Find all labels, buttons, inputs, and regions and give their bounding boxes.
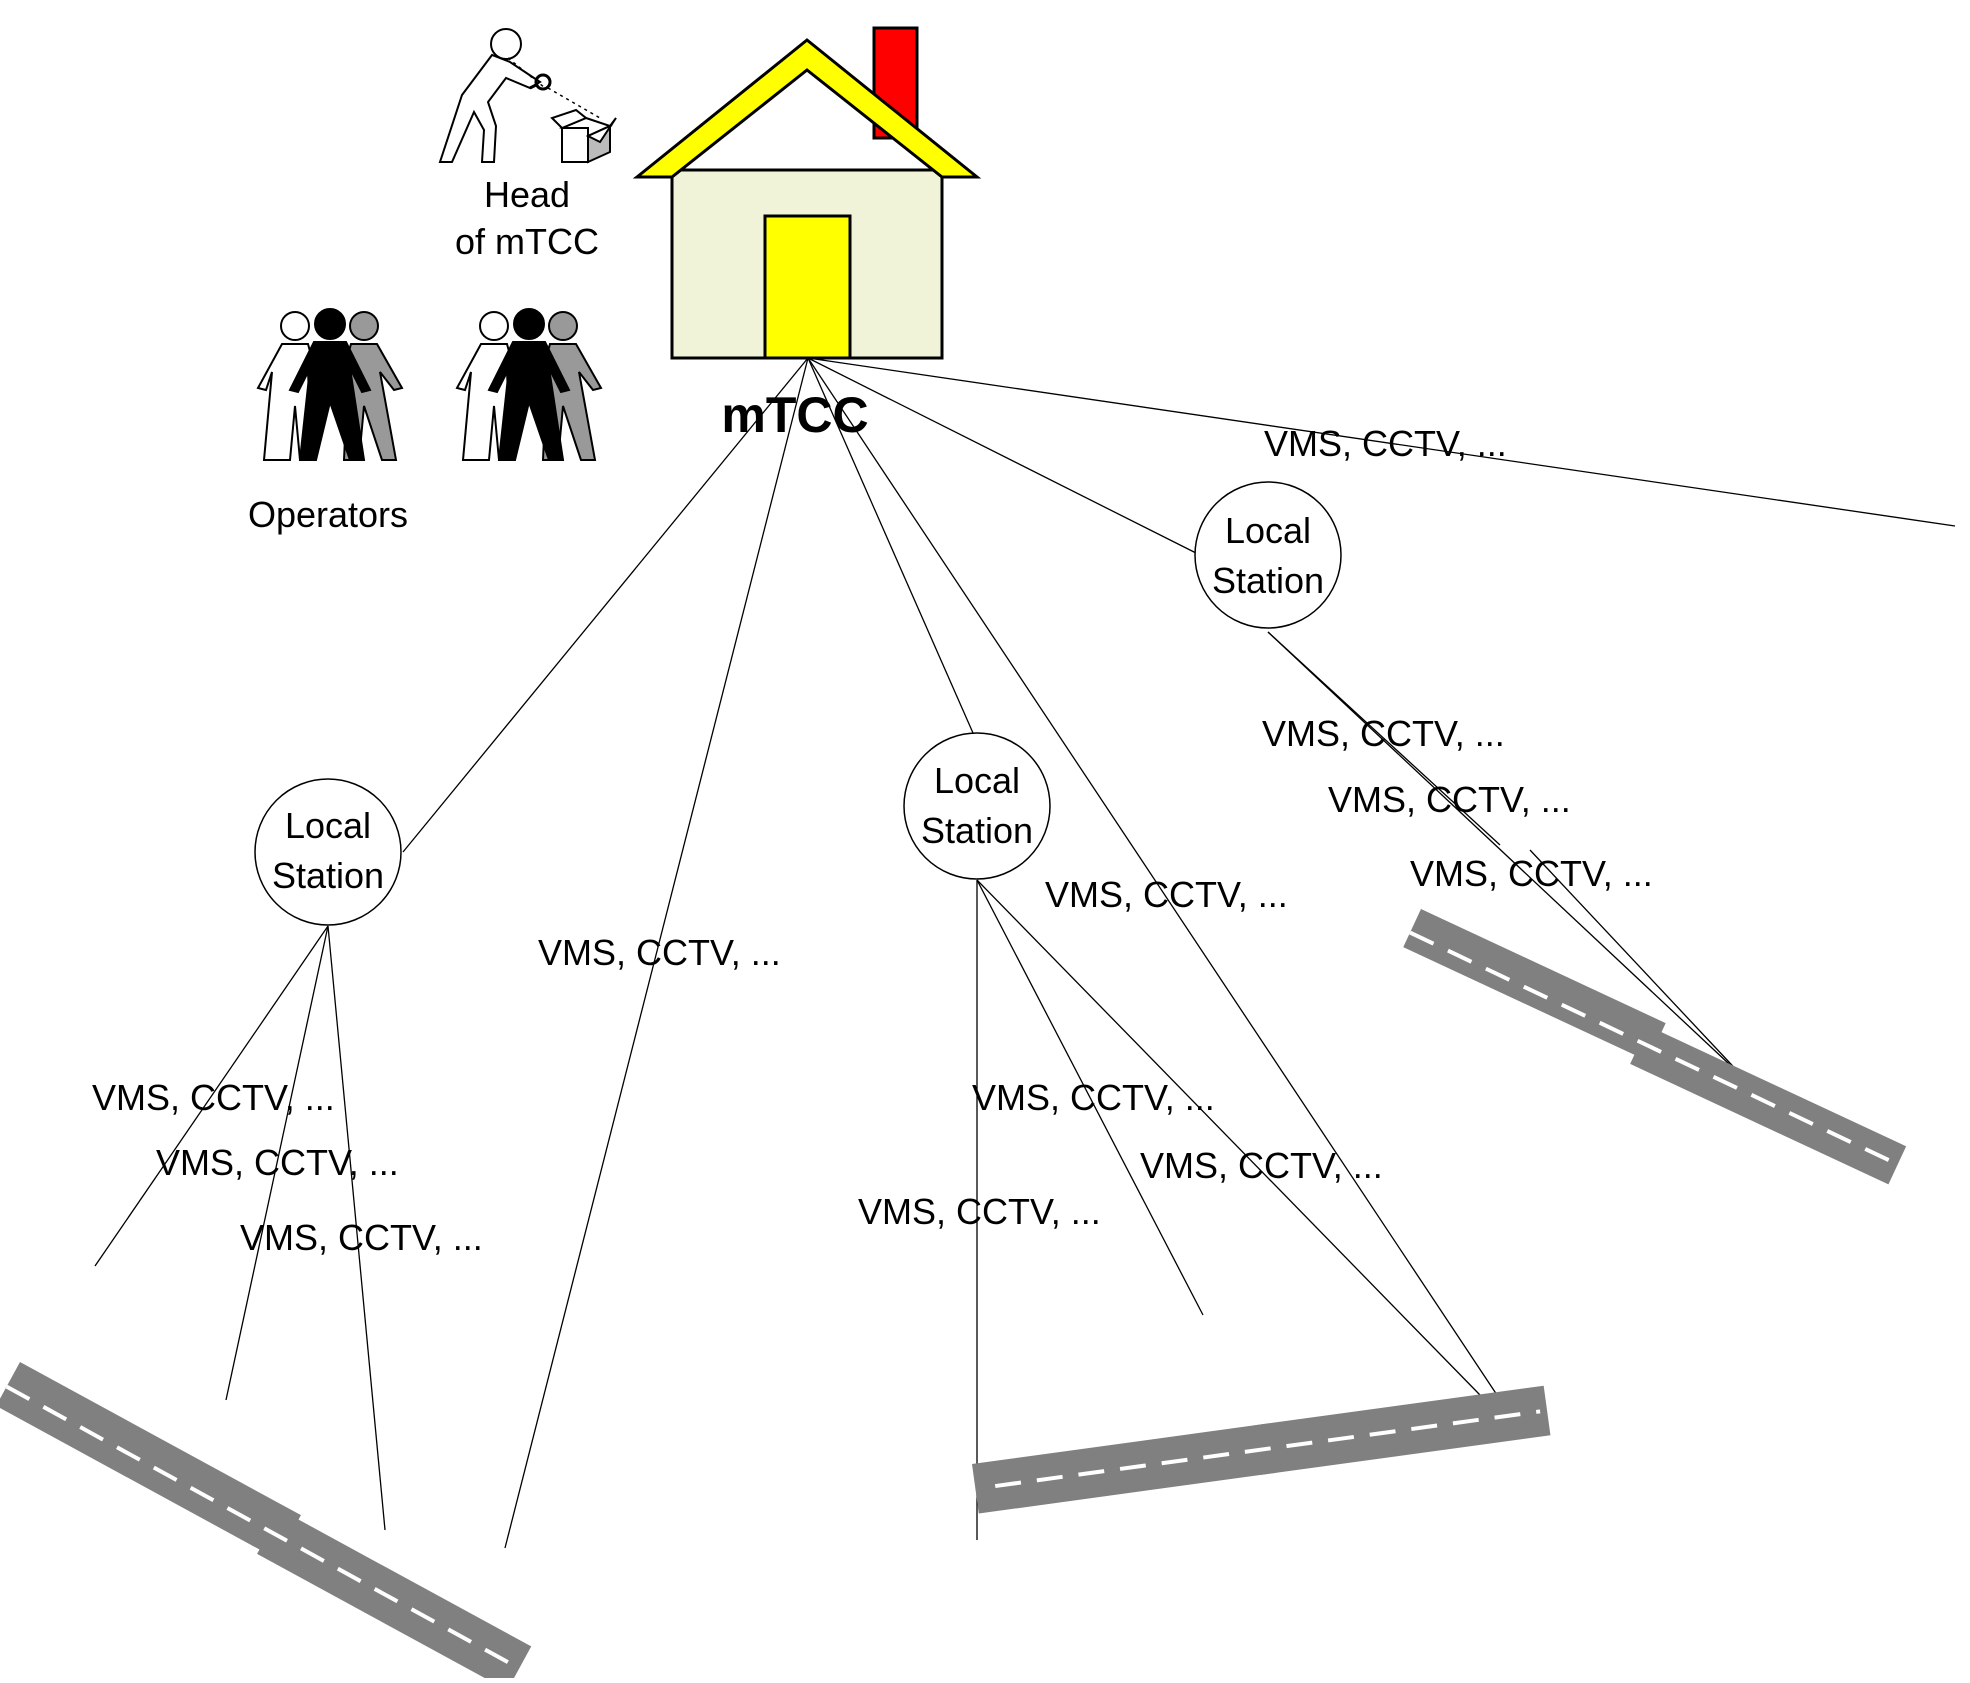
link-mtcc-road-middle bbox=[807, 357, 1498, 1396]
people-group-icon bbox=[256, 308, 404, 461]
inspector-icon bbox=[438, 28, 617, 164]
link-station-left-b bbox=[225, 925, 329, 1401]
road-right bbox=[1403, 909, 1907, 1185]
device-label: VMS, CCTV, ... bbox=[92, 1077, 335, 1118]
station-label-line1: Local bbox=[1225, 510, 1311, 551]
station-label-line1: Local bbox=[934, 760, 1020, 801]
station-label-line2: Station bbox=[272, 855, 384, 896]
mtcc-label: mTCC bbox=[721, 387, 868, 443]
device-label: VMS, CCTV, ... bbox=[1045, 874, 1288, 915]
device-label: VMS, CCTV, ... bbox=[1262, 713, 1505, 754]
device-label: VMS, CCTV, ... bbox=[538, 932, 781, 973]
house-door bbox=[763, 214, 852, 360]
device-label: VMS, CCTV, ... bbox=[858, 1191, 1101, 1232]
station-label-line2: Station bbox=[921, 810, 1033, 851]
link-station-middle-b bbox=[976, 879, 1204, 1316]
device-label: VMS, CCTV, ... bbox=[1264, 423, 1507, 464]
operators-label: Operators bbox=[248, 494, 408, 535]
road-left bbox=[0, 1362, 532, 1683]
link-mtcc-far-right bbox=[807, 357, 1956, 527]
station-label-line1: Local bbox=[285, 805, 371, 846]
device-label: VMS, CCTV, ... bbox=[1328, 779, 1571, 820]
device-label: VMS, CCTV, ... bbox=[1140, 1145, 1383, 1186]
link-station-left-a bbox=[94, 925, 329, 1267]
head-label-line1: Head bbox=[484, 174, 570, 215]
device-label: VMS, CCTV, ... bbox=[156, 1142, 399, 1183]
device-label: VMS, CCTV, ... bbox=[240, 1217, 483, 1258]
local-station-middle: Local Station bbox=[903, 732, 1051, 880]
link-station-middle-c bbox=[976, 879, 1481, 1396]
link-station-right-c bbox=[1529, 849, 1745, 1079]
people-group-icon bbox=[455, 308, 603, 461]
local-station-right: Local Station bbox=[1194, 481, 1342, 629]
house-roof bbox=[632, 38, 982, 179]
link-mtcc-road-left bbox=[504, 357, 809, 1549]
link-station-right-b bbox=[1267, 631, 1745, 1079]
device-label: VMS, CCTV, ... bbox=[972, 1077, 1215, 1118]
link-station-left-c bbox=[327, 925, 386, 1531]
house-icon bbox=[632, 26, 982, 360]
local-station-left: Local Station bbox=[254, 778, 402, 926]
link-mtcc-station-left bbox=[402, 357, 809, 853]
station-label-line2: Station bbox=[1212, 560, 1324, 601]
road-middle bbox=[972, 1385, 1551, 1514]
device-labels: VMS, CCTV, ... VMS, CCTV, ... VMS, CCTV,… bbox=[92, 423, 1653, 1258]
device-label: VMS, CCTV, ... bbox=[1410, 853, 1653, 894]
head-label-line2: of mTCC bbox=[455, 221, 599, 262]
connection-lines bbox=[94, 357, 1956, 1549]
link-mtcc-station-middle bbox=[807, 357, 974, 734]
link-mtcc-station-right bbox=[807, 357, 1197, 554]
